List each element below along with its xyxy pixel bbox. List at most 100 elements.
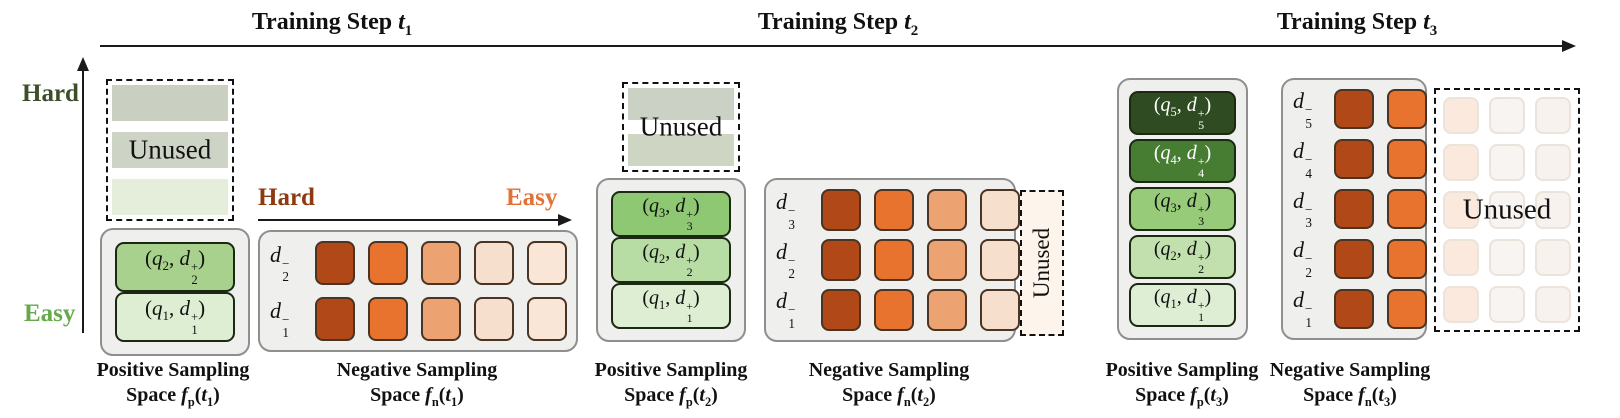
negative-cell — [874, 288, 914, 331]
negative-cell — [821, 288, 861, 331]
unused-grid-cell — [1535, 97, 1571, 135]
negative-cell — [1387, 89, 1427, 130]
negative-cell — [474, 241, 514, 285]
unused-grid-cell — [1535, 191, 1571, 229]
pair-label: (q3, d+3) — [642, 195, 700, 234]
negative-cell — [1387, 188, 1427, 229]
pair-label: (q5, d+5) — [1153, 94, 1212, 133]
unused-grid-cell — [1489, 144, 1525, 182]
negative-cell — [980, 189, 1020, 232]
unused-band — [628, 134, 734, 166]
unused-grid-cell — [1489, 285, 1525, 323]
pair-label: (q4, d+4) — [1153, 142, 1212, 181]
positive-pair: (q3, d+3) — [611, 191, 731, 237]
negative-cell — [1334, 288, 1374, 329]
difficulty-axis-line — [82, 70, 84, 333]
positive-space-caption-t1: Positive Sampling Space fp(t1) — [53, 358, 293, 415]
negative-row: d−3 — [1293, 187, 1427, 231]
negative-space-caption-t1: Negative Sampling Space fn(t1) — [297, 358, 537, 415]
negative-row: d−4 — [1293, 137, 1427, 181]
unused-grid-cell — [1489, 238, 1525, 276]
unused-grid-cell — [1535, 238, 1571, 276]
negative-cell — [1387, 139, 1427, 180]
unused-grid-cell — [1443, 144, 1479, 182]
timeline-line — [100, 45, 1564, 47]
unused-grid-cell — [1443, 285, 1479, 323]
negative-sampling-space-t1: d−2 d−1 — [258, 230, 578, 352]
negative-cell — [368, 241, 408, 285]
negative-row-label: d−3 — [1293, 187, 1313, 231]
negative-cell — [315, 297, 355, 341]
pair-label: (q2, d+2) — [144, 246, 206, 288]
caption-line: Space fn(t2) — [842, 384, 936, 409]
difficulty-axis-arrowhead-icon — [77, 57, 89, 71]
negative-cell — [927, 288, 967, 331]
negative-cell — [821, 189, 861, 232]
timeline-arrowhead-icon — [1562, 40, 1576, 52]
negative-cell — [874, 239, 914, 281]
caption-line: Space fp(t1) — [126, 384, 220, 409]
negative-cell — [474, 297, 514, 341]
unused-band — [112, 85, 228, 121]
positive-pair: (q1, d+1) — [115, 292, 235, 342]
step-label-t1: Training Step t1 — [251, 9, 413, 39]
caption-line: Negative Sampling — [1269, 359, 1431, 381]
caption-line: Space fn(t1) — [370, 384, 464, 409]
caption-line: Negative Sampling — [808, 359, 970, 381]
negative-row-label: d−2 — [270, 241, 290, 285]
negative-row-label: d−1 — [1293, 287, 1313, 331]
negative-cell — [980, 288, 1020, 331]
caption-line: Space fp(t2) — [624, 384, 718, 409]
difficulty-hard-label: Hard — [22, 80, 79, 107]
negative-cell — [1334, 238, 1374, 279]
negative-cell — [421, 241, 461, 285]
caption-line: Positive Sampling — [594, 359, 748, 381]
negative-cell — [1334, 139, 1374, 180]
negative-row: d−1 — [1293, 287, 1427, 331]
negative-row-label: d−2 — [1293, 237, 1313, 281]
negative-row-label: d−3 — [776, 189, 796, 232]
positive-sampling-space-t2: (q3, d+3) (q2, d+2) (q1, d+1) — [596, 178, 746, 342]
negative-cell — [927, 239, 967, 281]
negative-row: d−2 — [776, 238, 1020, 282]
step-label-t2: Training Step t2 — [757, 9, 919, 39]
positive-pair: (q5, d+5) — [1129, 91, 1236, 135]
negative-cell — [527, 241, 567, 285]
negative-space-caption-t2: Negative Sampling Space fn(t2) — [769, 358, 1009, 415]
caption-line: Positive Sampling — [96, 359, 250, 381]
unused-band — [628, 88, 734, 120]
negative-cell — [1334, 188, 1374, 229]
negative-row-label: d−1 — [776, 288, 796, 332]
pair-label: (q3, d+3) — [1153, 190, 1212, 229]
unused-label: Unused — [1462, 193, 1552, 226]
negative-space-caption-t3: Negative Sampling Space fn(t3) — [1230, 358, 1470, 415]
unused-grid-cell — [1489, 191, 1525, 229]
positive-pair: (q1, d+1) — [1129, 283, 1236, 327]
unused-band — [112, 179, 228, 215]
negative-cell — [368, 297, 408, 341]
caption-line: Space fn(t3) — [1303, 384, 1397, 409]
negative-cell — [527, 297, 567, 341]
negative-cell — [315, 241, 355, 285]
unused-label: Unused — [639, 111, 723, 142]
unused-positive-region-t1: Unused — [106, 79, 234, 221]
positive-pair: (q2, d+2) — [611, 237, 731, 283]
positive-space-caption-t3: Positive Sampling Space fp(t3) — [1062, 358, 1302, 415]
unused-label: Unused — [128, 134, 212, 165]
unused-label: Unused — [1029, 227, 1054, 299]
positive-sampling-space-t3: (q5, d+5) (q4, d+4) (q3, d+3) (q2, d+2) … — [1117, 78, 1248, 340]
negative-row: d−2 — [270, 241, 567, 285]
negative-row-label: d−2 — [776, 238, 796, 282]
negative-cell — [421, 297, 461, 341]
unused-negative-region-t2: Unused — [1020, 190, 1064, 336]
difficulty-easy-label: Easy — [24, 300, 76, 327]
negative-axis-hard-label: Hard — [258, 184, 315, 211]
unused-grid-cell — [1489, 97, 1525, 135]
unused-positive-region-t2: Unused — [622, 82, 740, 172]
caption-line: Space fp(t3) — [1135, 384, 1229, 409]
negative-row-label: d−4 — [1293, 137, 1313, 181]
unused-grid-cell — [1443, 191, 1479, 229]
negative-axis-line — [258, 219, 560, 221]
caption-line: Positive Sampling — [1105, 359, 1259, 381]
unused-grid-cell — [1535, 144, 1571, 182]
